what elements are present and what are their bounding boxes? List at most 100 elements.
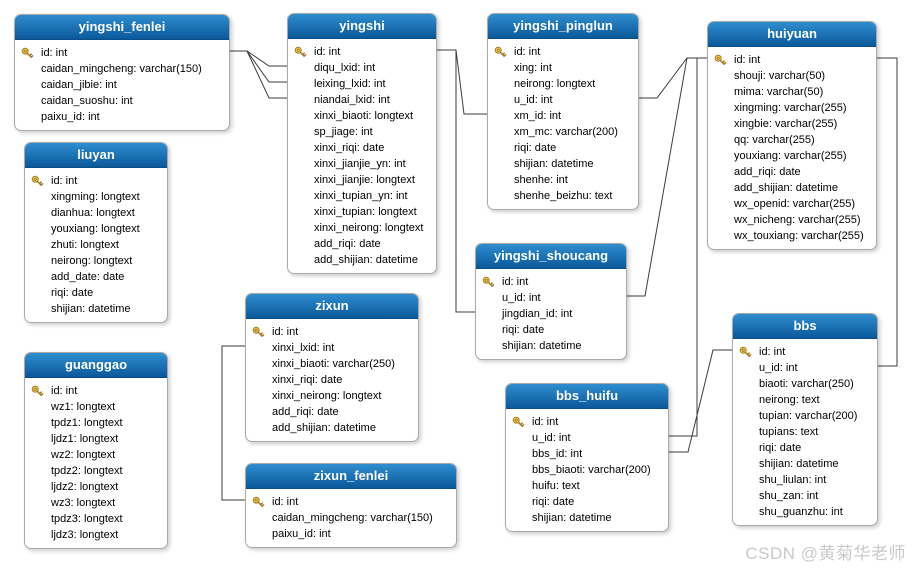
field-row: neirong: text — [733, 392, 875, 408]
field-text: shijian: datetime — [532, 512, 612, 524]
field-text: shu_liulan: int — [759, 474, 827, 486]
relationship-line — [246, 50, 287, 99]
field-text: riqi: date — [759, 442, 802, 454]
field-row: xingming: varchar(255) — [708, 100, 874, 116]
table-title[interactable]: yingshi_fenlei — [15, 15, 229, 40]
table-title[interactable]: zixun_fenlei — [246, 464, 456, 489]
field-text: xinxi_tupian_yn: int — [314, 190, 408, 202]
table-title[interactable]: huiyuan — [708, 22, 876, 47]
field-row: shijian: datetime — [488, 156, 636, 172]
field-row: add_shijian: datetime — [288, 252, 434, 268]
field-text: shijian: datetime — [514, 158, 594, 170]
field-row: shouji: varchar(50) — [708, 68, 874, 84]
field-row: riqi: date — [488, 140, 636, 156]
field-text: u_id: int — [502, 292, 541, 304]
table-title[interactable]: bbs_huifu — [506, 384, 668, 409]
field-row: wz1: longtext — [25, 399, 165, 415]
field-row: jingdian_id: int — [476, 306, 624, 322]
relationship-line — [667, 349, 732, 453]
primary-key-icon — [733, 346, 759, 359]
field-row: xinxi_riqi: date — [246, 372, 416, 388]
field-text: zhuti: longtext — [51, 239, 119, 251]
field-row: caidan_suoshu: int — [15, 93, 227, 109]
field-text: xingbie: varchar(255) — [734, 118, 838, 130]
field-text: bbs_id: int — [532, 448, 583, 460]
field-row: biaoti: varchar(250) — [733, 376, 875, 392]
field-text: shenhe: int — [514, 174, 568, 186]
field-text: shenhe_beizhu: text — [514, 190, 613, 202]
field-row: xingming: longtext — [25, 189, 165, 205]
field-row: paixu_id: int — [15, 109, 227, 125]
field-text: riqi: date — [502, 324, 545, 336]
field-text: xinxi_biaoti: varchar(250) — [272, 358, 395, 370]
field-text: wz3: longtext — [51, 497, 116, 509]
field-row: shijian: datetime — [476, 338, 624, 354]
table-title[interactable]: yingshi — [288, 14, 436, 39]
field-text: paixu_id: int — [272, 528, 331, 540]
field-text: xm_mc: varchar(200) — [514, 126, 618, 138]
primary-key-icon — [476, 276, 502, 289]
table-title[interactable]: yingshi_pinglun — [488, 14, 638, 39]
field-text: bbs_biaoti: varchar(200) — [532, 464, 651, 476]
csdn-watermark: CSDN @黄菊华老师 — [745, 544, 906, 563]
field-text: xinxi_biaoti: longtext — [314, 110, 414, 122]
table-title[interactable]: bbs — [733, 314, 877, 339]
field-row: shenhe_beizhu: text — [488, 188, 636, 204]
field-row: id: int — [25, 173, 165, 189]
field-row: shijian: datetime — [506, 510, 666, 526]
field-row: wx_touxiang: varchar(255) — [708, 228, 874, 244]
field-text: u_id: int — [759, 362, 798, 374]
field-row: xing: int — [488, 60, 636, 76]
field-text: shouji: varchar(50) — [734, 70, 826, 82]
primary-key-icon — [708, 54, 734, 67]
field-text: u_id: int — [514, 94, 553, 106]
field-row: id: int — [246, 324, 416, 340]
field-text: xinxi_tupian: longtext — [314, 206, 417, 218]
field-row: id: int — [506, 414, 666, 430]
field-text: sp_jiage: int — [314, 126, 373, 138]
relationship-line — [875, 57, 898, 367]
field-text: ljdz1: longtext — [51, 433, 119, 445]
primary-key-icon — [506, 416, 532, 429]
relationship-line — [667, 58, 698, 437]
field-text: xinxi_jianjie: longtext — [314, 174, 415, 186]
field-text: xinxi_jianjie_yn: int — [314, 158, 406, 170]
field-text: mima: varchar(50) — [734, 86, 824, 98]
field-text: wz1: longtext — [51, 401, 116, 413]
table-title[interactable]: yingshi_shoucang — [476, 244, 626, 269]
field-row: id: int — [488, 44, 636, 60]
field-row: u_id: int — [476, 290, 624, 306]
field-text: wz2: longtext — [51, 449, 116, 461]
primary-key-icon — [246, 326, 272, 339]
table-title[interactable]: liuyan — [25, 143, 167, 168]
table-title[interactable]: guanggao — [25, 353, 167, 378]
field-text: tupians: text — [759, 426, 819, 438]
field-text: id: int — [51, 175, 78, 187]
field-text: wx_nicheng: varchar(255) — [734, 214, 861, 226]
field-text: shijian: datetime — [759, 458, 839, 470]
field-row: caidan_mingcheng: varchar(150) — [246, 510, 454, 526]
field-text: tpdz1: longtext — [51, 417, 123, 429]
field-text: paixu_id: int — [41, 111, 100, 123]
field-row: diqu_lxid: int — [288, 60, 434, 76]
field-text: xingming: varchar(255) — [734, 102, 847, 114]
field-text: youxiang: varchar(255) — [734, 150, 847, 162]
field-text: shu_guanzhu: int — [759, 506, 843, 518]
field-text: diqu_lxid: int — [314, 62, 376, 74]
field-row: wx_openid: varchar(255) — [708, 196, 874, 212]
table-title[interactable]: zixun — [246, 294, 418, 319]
field-row: shenhe: int — [488, 172, 636, 188]
